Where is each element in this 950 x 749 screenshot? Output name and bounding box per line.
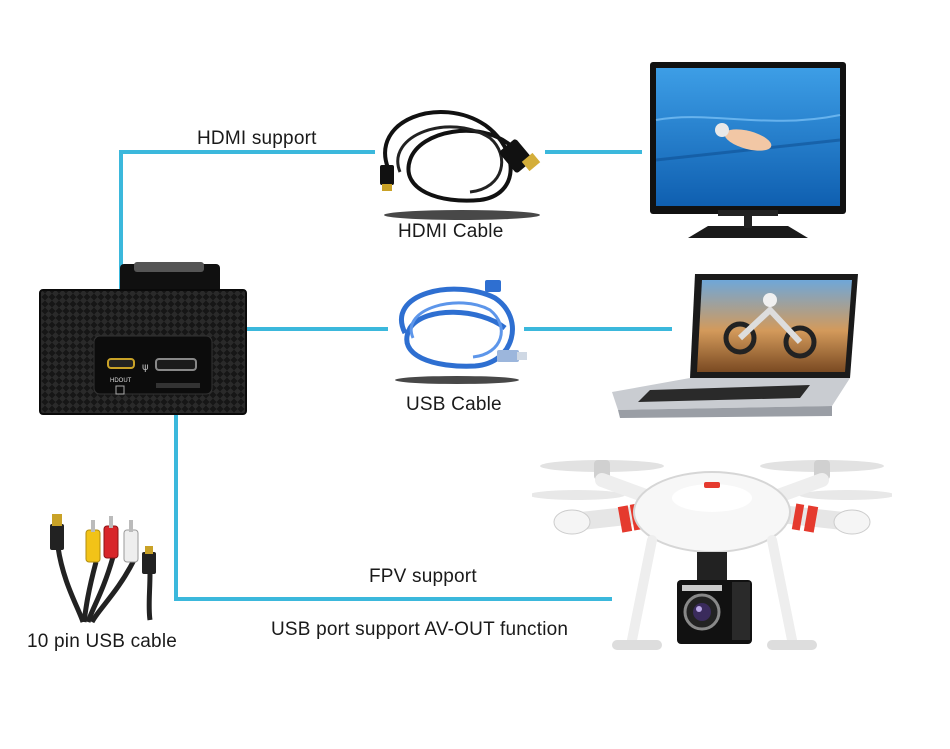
hdmi-cable-icon (380, 110, 541, 220)
usb-cable-icon (395, 280, 527, 384)
svg-text:ψ: ψ (142, 362, 149, 373)
av-out-label: USB port support AV-OUT function (271, 619, 569, 640)
fpv-support-label: FPV support (369, 566, 477, 587)
action-camera-icon: HDOUT ψ (39, 262, 247, 415)
tv-icon (650, 62, 846, 238)
hdmi-cable-label: HDMI Cable (398, 221, 504, 242)
usb-cable-label: USB Cable (406, 394, 502, 415)
av-usb-cable-icon (50, 514, 156, 624)
hdout-port-label: HDOUT (110, 378, 132, 384)
fpv-wire (174, 390, 612, 601)
laptop-icon (612, 274, 858, 418)
ten-pin-usb-cable-label: 10 pin USB cable (27, 631, 178, 652)
drone-icon (532, 460, 892, 650)
hdmi-support-label: HDMI support (197, 128, 317, 149)
